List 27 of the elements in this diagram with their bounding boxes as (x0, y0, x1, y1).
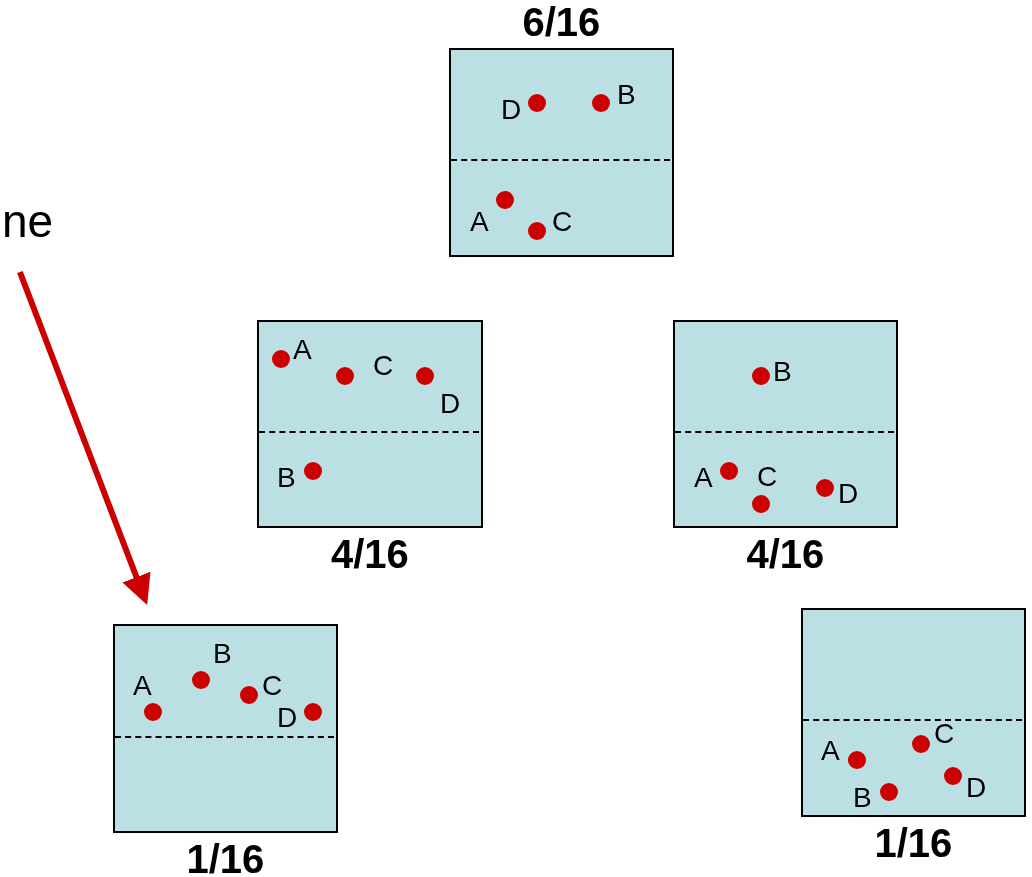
point-label: A (133, 672, 152, 700)
fraction-label: 4/16 (331, 534, 409, 574)
point-label: A (470, 208, 489, 236)
point-label: C (757, 463, 778, 491)
fraction-label: 1/16 (874, 823, 953, 863)
fraction-label: 6/16 (522, 2, 601, 42)
point-label: B (773, 358, 792, 386)
point-label: D (838, 480, 859, 508)
point-label: D (277, 704, 298, 732)
point-label: B (213, 640, 232, 668)
point-label: C (373, 352, 394, 380)
point-label: D (966, 774, 987, 802)
point-label: C (552, 208, 573, 236)
point-label: B (277, 464, 296, 492)
point-label: C (934, 720, 955, 748)
fraction-label: 1/16 (186, 839, 265, 877)
side-text: ne (2, 195, 54, 247)
point-label: B (853, 784, 872, 812)
point-label: A (694, 464, 713, 492)
point-label: A (821, 737, 840, 765)
point-label: A (293, 336, 312, 364)
point-label: D (501, 96, 522, 124)
arrow (17, 270, 151, 606)
point-label: D (440, 390, 461, 418)
point-label: C (262, 672, 283, 700)
fraction-label: 4/16 (746, 534, 825, 574)
point-label: B (617, 81, 636, 109)
